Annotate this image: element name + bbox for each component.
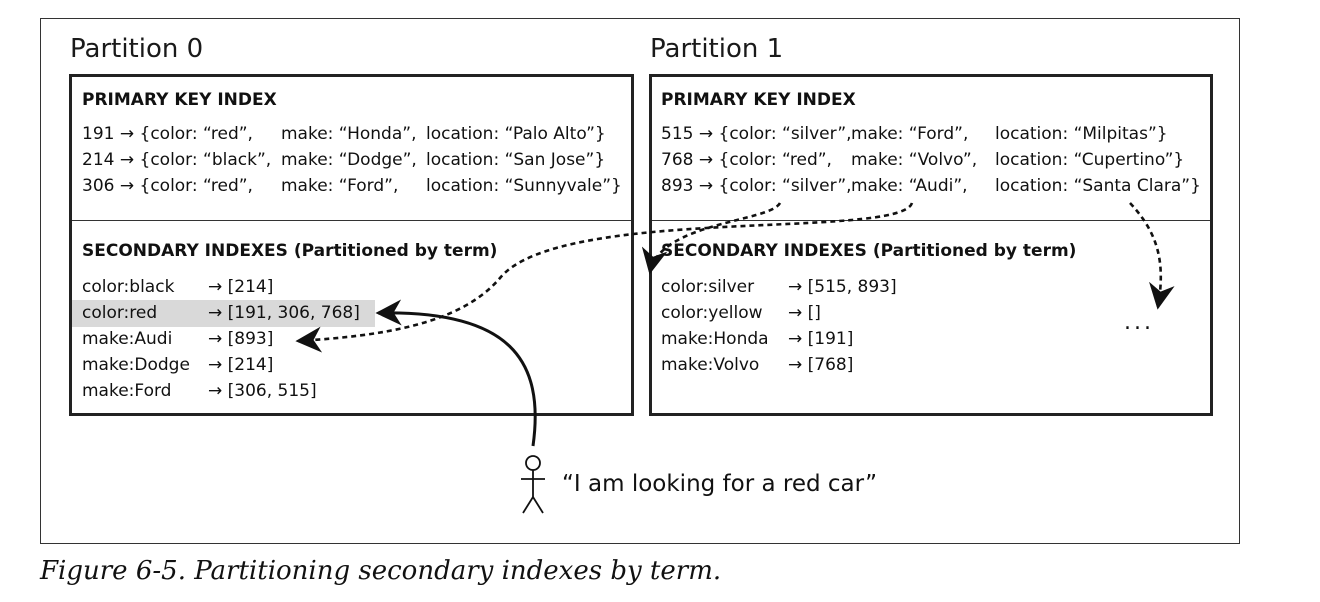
- partition-1-secondary-heading: SECONDARY INDEXES (Partitioned by term): [661, 241, 1077, 261]
- partition-1-title: Partition 1: [650, 34, 784, 64]
- user-query-text: “I am looking for a red car”: [562, 471, 877, 497]
- partition-1-primary-heading: PRIMARY KEY INDEX: [661, 90, 856, 110]
- partition-0-title: Partition 0: [70, 34, 204, 64]
- partition-0-secondary-heading: SECONDARY INDEXES (Partitioned by term): [82, 241, 498, 261]
- more-entries-ellipsis: ...: [1124, 310, 1154, 335]
- partition-1-divider: [652, 220, 1210, 221]
- figure-frame: [40, 18, 1240, 544]
- partition-0-divider: [72, 220, 631, 221]
- partition-0-primary-heading: PRIMARY KEY INDEX: [82, 90, 277, 110]
- figure-caption: Figure 6-5. Partitioning secondary index…: [40, 556, 722, 586]
